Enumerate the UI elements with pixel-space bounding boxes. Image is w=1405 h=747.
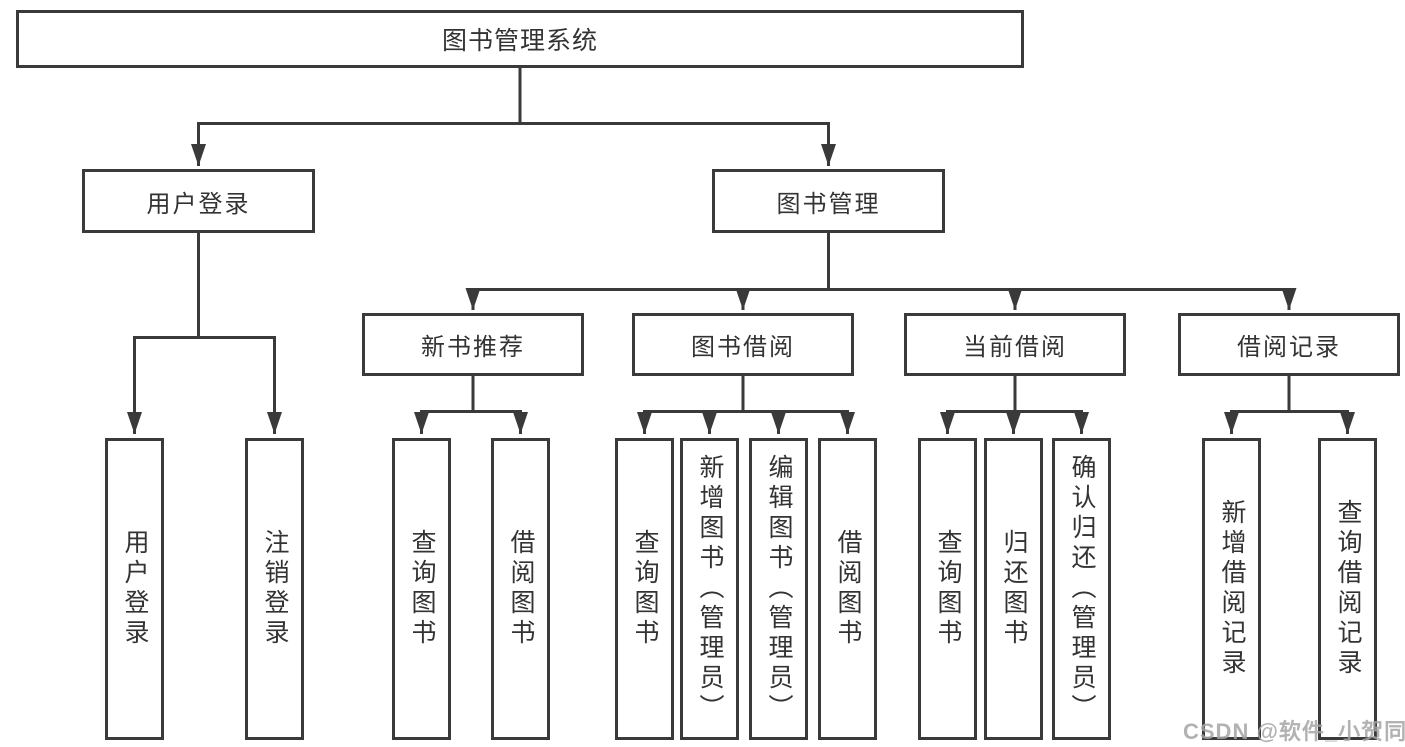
leaf-query-books-recommend: 查询图书 [392, 438, 451, 740]
leaf-user-login: 用户登录 [105, 438, 164, 740]
leaf-borrow-books: 借阅图书 [818, 438, 877, 740]
leaf-query-borrow-record: 查询借阅记录 [1318, 438, 1377, 740]
leaf-add-borrow-record: 新增借阅记录 [1202, 438, 1261, 740]
node-library-management-system: 图书管理系统 [16, 10, 1024, 68]
leaf-add-books-admin: 新增图书（管理员） [680, 438, 739, 740]
node-book-management: 图书管理 [712, 169, 945, 233]
leaf-edit-books-admin: 编辑图书（管理员） [749, 438, 808, 740]
leaf-return-books: 归还图书 [984, 438, 1043, 740]
csdn-watermark: CSDN @软件_小贺同学 [1183, 719, 1405, 744]
leaf-query-books-borrowing: 查询图书 [615, 438, 674, 740]
node-current-borrowing: 当前借阅 [904, 313, 1126, 376]
node-book-borrowing: 图书借阅 [632, 313, 854, 376]
node-user-login: 用户登录 [82, 169, 315, 233]
node-borrowing-records: 借阅记录 [1178, 313, 1400, 376]
leaf-query-books-current: 查询图书 [918, 438, 977, 740]
leaf-borrow-books-recommend: 借阅图书 [491, 438, 550, 740]
node-new-book-recommendation: 新书推荐 [362, 313, 584, 376]
leaf-logout: 注销登录 [245, 438, 304, 740]
leaf-confirm-return-admin: 确认归还（管理员） [1052, 438, 1111, 740]
